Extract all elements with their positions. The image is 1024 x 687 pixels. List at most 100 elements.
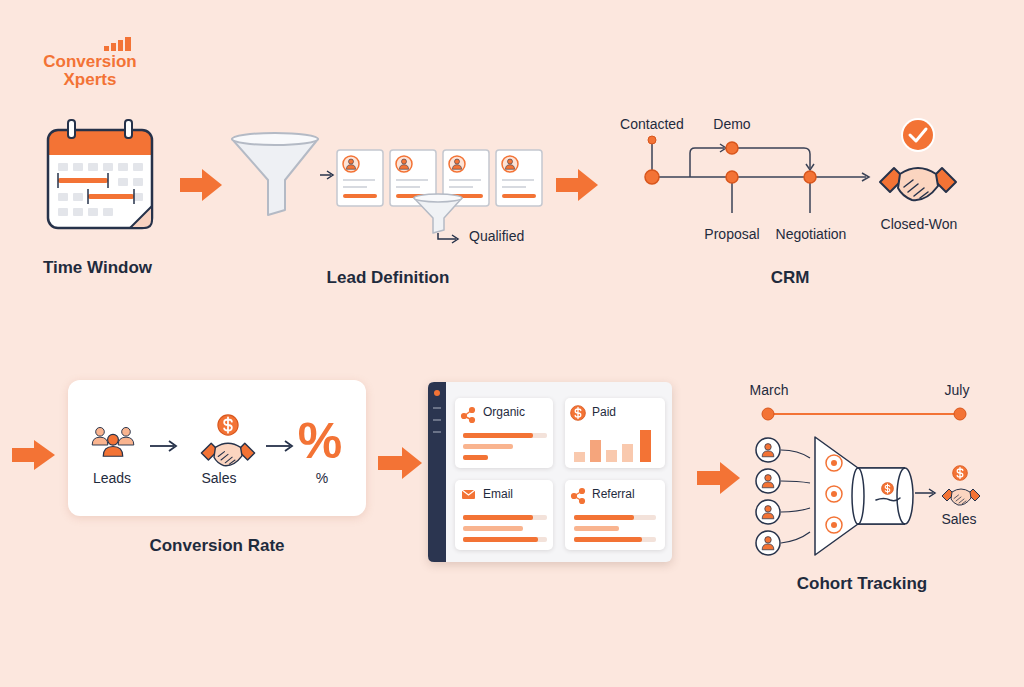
stage-caption: Lead Definition [225,268,551,288]
calendar-icon [68,120,75,138]
channel-bars [463,515,547,520]
cohort-illustration [781,532,810,543]
channel-icons [574,496,582,501]
channel-icons [572,489,585,504]
lead-cards [449,179,481,181]
stage-group: ContactedDemoProposalNegotiationClosed-W… [604,105,984,290]
channel-icons [470,418,475,423]
conversion-icons [150,445,174,447]
channel-icons [464,416,472,420]
closed-won-icon [880,168,956,200]
channel-bars [574,537,656,542]
conversion-icons [266,445,290,447]
calendar-icon [48,130,152,228]
cohort-illustration [781,508,810,512]
cohort-illustration [762,475,774,488]
calendar-icon [58,163,68,171]
pipeline-step: Demo [692,116,772,133]
calendar-icon [133,178,143,186]
cohort-illustration [852,468,864,524]
cohort-illustration [858,468,905,524]
metric-box: LeadsSales%%Conversion Rate [68,380,366,516]
cohort-illustration [882,483,894,495]
channel-bars [463,430,656,542]
dashboard-chrome [433,431,441,433]
calendar-icon [118,163,128,171]
channel-icons [464,410,472,416]
dashboard-chrome [433,407,441,409]
lead-cards [343,156,359,172]
lead-cards [502,194,536,198]
metric-label: Sales [189,470,249,487]
flow-arrow [12,448,36,462]
stage-group: Time Window [28,115,175,285]
lead-cards [396,156,412,172]
lead-funnel [232,133,333,215]
flow-arrow [697,471,720,485]
channel-bars [463,515,533,520]
lead-funnel [232,139,318,215]
calendar-icon [58,163,143,216]
channel-bars [463,433,533,438]
crm-pipeline [726,142,738,154]
channel-icons [462,490,475,499]
channel-icons [580,499,585,504]
lead-cards [399,159,408,169]
closed-won-icon [880,118,956,200]
dashboard-chrome [434,390,440,396]
lead-cards [346,159,355,169]
conversion-icons [218,415,238,435]
cohort-illustration [876,498,900,501]
crm-pipeline [804,171,816,183]
channel-icons [462,490,475,495]
dashboard-chrome [433,419,441,421]
metric-label: % [292,470,352,487]
calendar-icon [48,130,152,155]
calendar-icon [87,189,89,204]
channel-icons [574,491,582,496]
cohort-illustration [756,531,780,555]
calendar-icon [133,189,135,204]
calendar-icon [48,120,152,228]
calendar-icon [73,208,83,216]
flow-arrow [34,440,55,470]
flow-arrow [556,178,578,192]
lead-cards [502,179,534,181]
calendar-icon [118,178,128,186]
cohort-illustration [953,466,968,481]
channel-bars [590,440,601,462]
cohort-illustration [756,408,980,555]
stage-group: MarchJulySalesCohort Tracking [742,375,992,600]
flow-arrow [12,440,55,470]
crm-pipeline [651,143,653,171]
brand-logo: Conversion Xperts [38,53,142,89]
channel-bars [463,537,547,542]
lead-cards [449,186,473,188]
cohort-illustration [762,444,774,457]
calendar-icon [48,142,152,155]
timeline-label: July [917,382,997,399]
cohort-illustration [768,413,960,415]
channel-card: Organic [455,398,553,468]
crm-pipeline [726,171,738,183]
closed-won-icon [901,118,935,152]
channel-card: Email [455,480,553,550]
cohort-illustration [815,437,858,555]
crm-pipeline [809,183,811,213]
channel-icons [580,489,585,494]
lead-cards [343,179,375,181]
lead-cards [443,150,489,206]
logo-bars [118,40,123,51]
cohort-illustration [858,468,905,524]
logo-bars [104,37,131,51]
lead-cards [496,150,542,206]
cohort-illustration [781,450,810,543]
stage-caption: Conversion Rate [48,536,386,556]
cohort-illustration [897,468,913,524]
conversion-icons [169,441,176,451]
lead-cards [414,194,462,202]
channel-card: Referral [565,480,665,550]
crm-pipeline [738,148,810,168]
filter-label: Qualified [469,228,559,245]
